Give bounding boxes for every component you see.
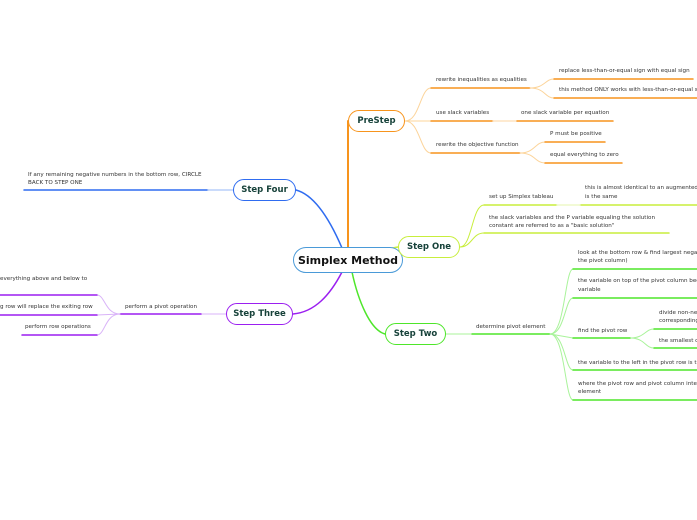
subtopic-use-slack[interactable]: use slack variables <box>436 110 490 116</box>
subtopic-circle-back-line2[interactable]: BACK TO STEP ONE <box>28 180 83 186</box>
subtopic-smallest[interactable]: the smallest q <box>659 338 697 344</box>
subtopic-rewrite-objective[interactable]: rewrite the objective function <box>436 142 519 148</box>
subtopic-var-top-line2[interactable]: variable <box>578 287 601 293</box>
subtopic-p-positive[interactable]: P must be positive <box>550 131 602 137</box>
central-topic[interactable]: Simplex Method <box>293 247 403 273</box>
subtopic-intersect-line1[interactable]: where the pivot row and pivot column int… <box>578 381 697 387</box>
subtopic-equal-zero[interactable]: equal everything to zero <box>550 152 619 158</box>
subtopic-one-slack[interactable]: one slack variable per equation <box>521 110 610 116</box>
subtopic-var-top-line1[interactable]: the variable on top of the pivot column … <box>578 278 697 284</box>
subtopic-replace-sign[interactable]: replace less-than-or-equal sign with equ… <box>559 68 690 74</box>
topic-prestep[interactable]: PreStep <box>348 110 405 132</box>
subtopic-only-works[interactable]: this method ONLY works with less-than-or… <box>559 87 697 93</box>
subtopic-var-left[interactable]: the variable to the left in the pivot ro… <box>578 360 697 366</box>
topic-step-two[interactable]: Step Two <box>385 323 446 345</box>
topic-step-four[interactable]: Step Four <box>233 179 296 201</box>
subtopic-everything-above-below[interactable]: everything above and below to <box>0 276 88 282</box>
subtopic-look-bottom-line1[interactable]: look at the bottom row & find largest ne… <box>578 250 697 256</box>
subtopic-determine-pivot[interactable]: determine pivot element <box>476 324 546 330</box>
subtopic-replace-row[interactable]: g row will replace the exiting row <box>0 304 93 310</box>
subtopic-rewrite-inequalities[interactable]: rewrite inequalities as equalities <box>436 77 527 83</box>
topic-step-one[interactable]: Step One <box>398 236 460 258</box>
subtopic-pivot-operation[interactable]: perform a pivot operation <box>125 304 197 310</box>
subtopic-almost-identical-line1[interactable]: this is almost identical to an augmented <box>585 185 697 191</box>
subtopic-find-pivot-row[interactable]: find the pivot row <box>578 328 628 334</box>
subtopic-look-bottom-line2[interactable]: the pivot column) <box>578 258 628 264</box>
subtopic-basic-solution-line1[interactable]: the slack variables and the P variable e… <box>489 215 656 221</box>
subtopic-divide-line2[interactable]: corresponding <box>659 318 697 324</box>
subtopic-divide-line1[interactable]: divide non-ne <box>659 310 697 316</box>
subtopic-row-operations[interactable]: perform row operations <box>25 324 91 330</box>
subtopic-intersect-line2[interactable]: element <box>578 389 602 395</box>
subtopic-circle-back-line1[interactable]: If any remaining negative numbers in the… <box>28 172 202 178</box>
subtopic-almost-identical-line2[interactable]: is the same <box>585 194 618 200</box>
subtopic-setup-tableau[interactable]: set up Simplex tableau <box>489 194 554 200</box>
topic-step-three[interactable]: Step Three <box>226 303 293 325</box>
subtopic-basic-solution-line2[interactable]: constant are referred to as a "basic sol… <box>489 223 615 229</box>
